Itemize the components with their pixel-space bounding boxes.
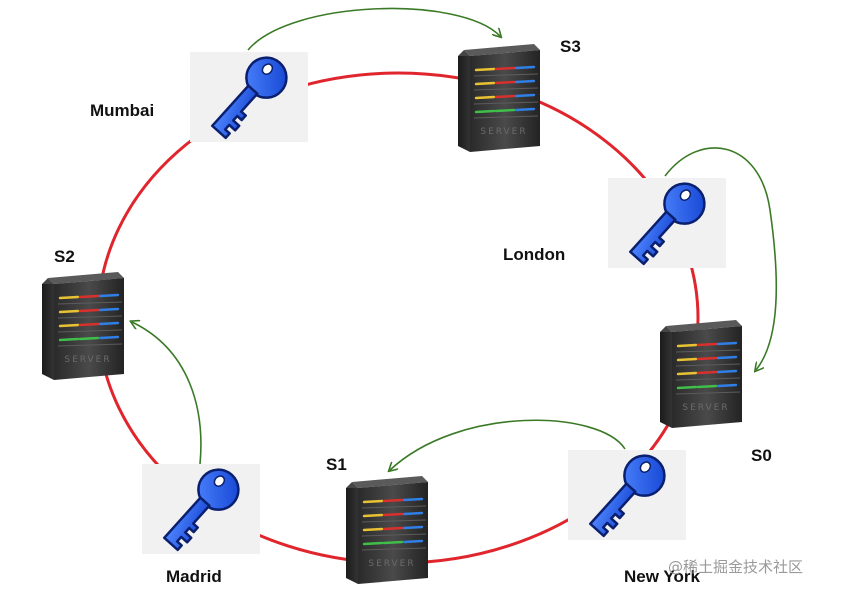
key-mumbai — [188, 48, 310, 146]
key-new-york — [566, 446, 688, 544]
key-icon — [606, 174, 728, 272]
key-icon — [140, 460, 262, 558]
server-s3 — [456, 42, 542, 154]
arrow-mumbai-to-s3 — [247, 7, 500, 51]
key-label-madrid: Madrid — [166, 567, 222, 586]
key-icon — [566, 446, 688, 544]
server-s2 — [40, 270, 126, 382]
key-madrid — [140, 460, 262, 558]
server-rack-icon — [658, 318, 744, 430]
key-label-mumbai: Mumbai — [90, 101, 154, 120]
server-label-s2: S2 — [54, 247, 75, 266]
arrow-london-to-s0 — [664, 147, 778, 370]
key-label-new-york: New York — [624, 567, 700, 586]
key-london — [606, 174, 728, 272]
server-s1 — [344, 474, 430, 586]
server-rack-icon — [456, 42, 542, 154]
watermark: @稀土掘金技术社区 — [668, 558, 803, 576]
mapping-arrows — [132, 7, 778, 470]
key-label-london: London — [503, 245, 565, 264]
server-label-s3: S3 — [560, 37, 581, 56]
server-s0 — [658, 318, 744, 430]
server-rack-icon — [40, 270, 126, 382]
arrow-newyork-to-s1 — [390, 419, 626, 470]
key-icon — [188, 48, 310, 146]
server-label-s0: S0 — [751, 446, 772, 465]
server-label-s1: S1 — [326, 455, 347, 474]
arrow-madrid-to-s2 — [132, 322, 202, 465]
server-rack-icon — [344, 474, 430, 586]
